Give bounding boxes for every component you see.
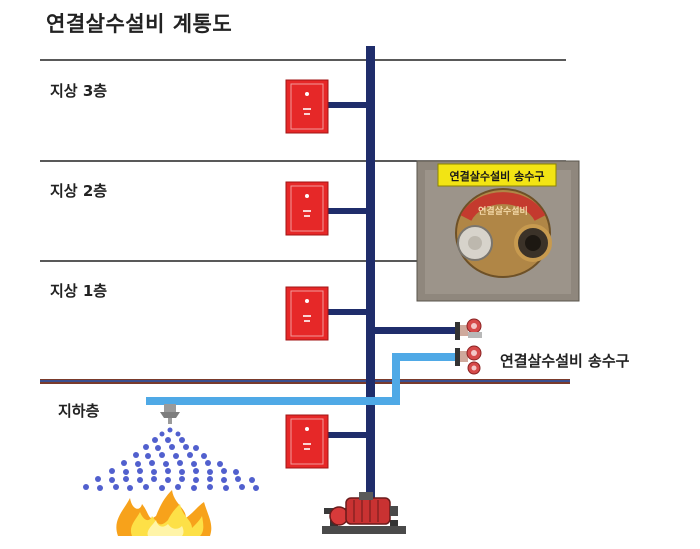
pipe-end [146, 397, 151, 405]
floor-label-2f: 지상 2층 [50, 182, 108, 200]
diagram-title: 연결살수설비 계통도 [46, 12, 233, 36]
fire-dept-connection-label: 연결살수설비 송수구 [500, 352, 630, 370]
sprinkler-head-icon [160, 404, 180, 424]
photo-red-band [460, 192, 546, 222]
water-spray-icon [83, 427, 259, 491]
sprinkler-feed-pipe [148, 353, 456, 405]
branch-pipe-3f [328, 102, 368, 108]
hose-cabinet-2f [285, 181, 329, 236]
siamese-connection-icon-upper [455, 318, 482, 340]
branch-pipe-b1 [328, 432, 368, 438]
branch-pipe-2f [328, 208, 368, 214]
inlet-pipe-standpipe [370, 327, 456, 334]
siamese-connection-icon-lower [455, 345, 482, 375]
fire-icon [116, 490, 212, 536]
hose-cabinet-3f [285, 79, 329, 134]
main-riser-pipe [366, 46, 375, 514]
floor-label-3f: 지상 3층 [50, 82, 108, 100]
floor-label-basement: 지하층 [58, 402, 100, 420]
hose-cabinet-b1 [285, 414, 329, 469]
ground-line-inner [40, 380, 570, 382]
pump-icon [322, 492, 406, 534]
branch-pipe-1f [328, 309, 368, 315]
hose-cabinet-1f [285, 286, 329, 341]
photo-sign [437, 163, 557, 187]
floor-label-1f: 지상 1층 [50, 282, 108, 300]
fire-dept-connection-photo: 연결살수설비 송수구 연결살수설비 [416, 160, 580, 302]
photo-sign-text: 연결살수설비 송수구 [450, 169, 545, 183]
photo-plate-text: 연결살수설비 [478, 205, 528, 217]
